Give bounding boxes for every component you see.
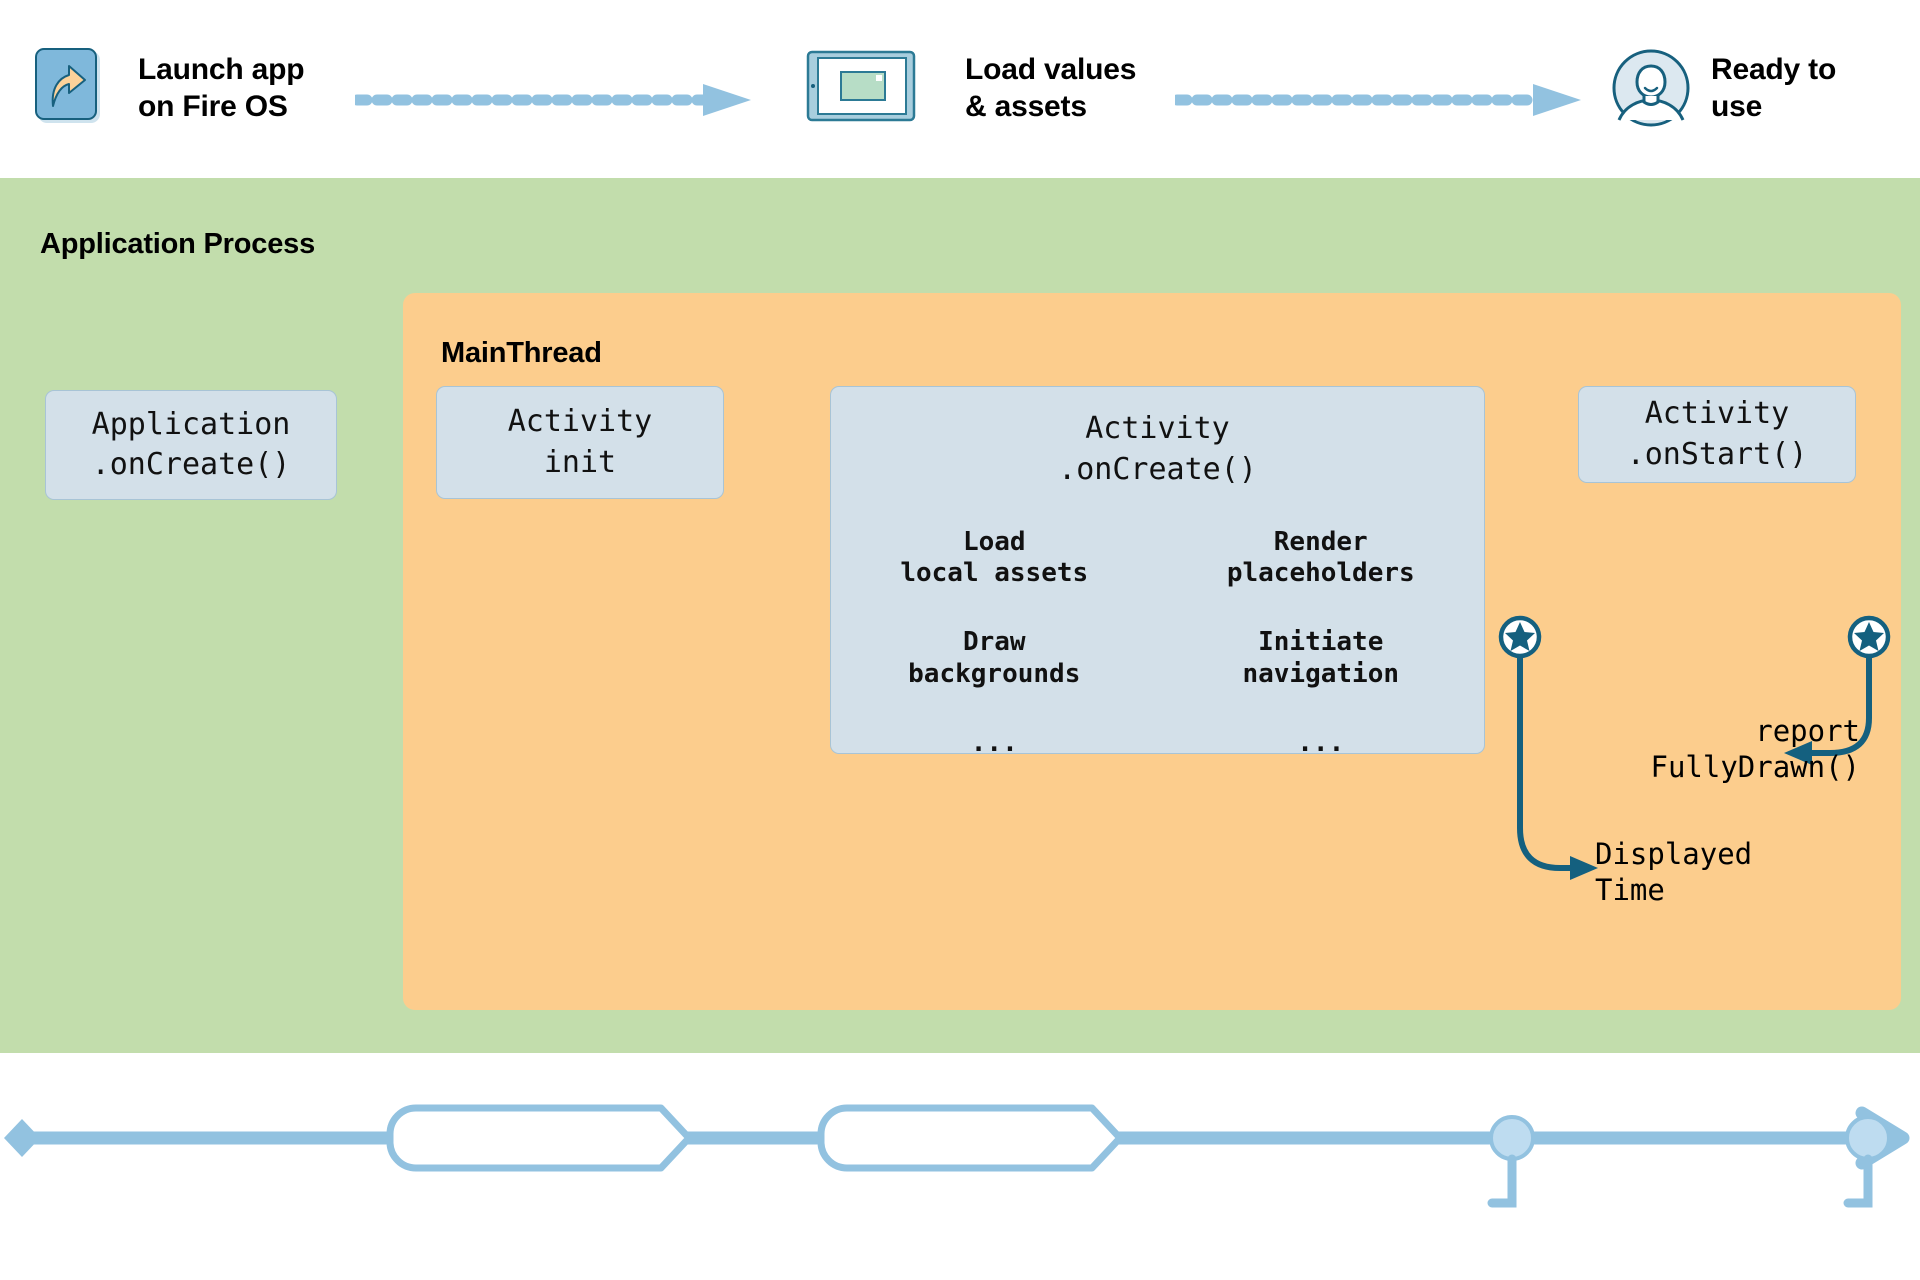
load-step-label: Load values & assets — [965, 53, 1137, 123]
activity-init-box: Activity init — [436, 386, 724, 499]
tablet-device-icon — [806, 50, 916, 122]
timeline-axis — [4, 1104, 1910, 1208]
application-oncreate-box: Application .onCreate() — [45, 390, 337, 500]
star-marker-report-fully-drawn-icon — [1847, 615, 1891, 659]
application-process-panel: Application Process Application .onCreat… — [0, 178, 1920, 1053]
fire-os-app-icon — [35, 48, 97, 120]
task-render-placeholders: Render placeholders — [1226, 527, 1415, 589]
task-ellipsis-left: ... — [970, 727, 1018, 758]
curved-arrow-glyph — [51, 65, 86, 107]
task-ellipsis-right: ... — [1297, 727, 1345, 758]
activity-oncreate-title: Activity .onCreate() — [1058, 411, 1257, 487]
ready-step-label: Ready to use — [1711, 53, 1837, 123]
displayed-time-label: Displayed Time — [1595, 837, 1753, 908]
main-thread-title: MainThread — [441, 337, 602, 369]
timeline-panel: Cold start Warm start Measuring app time… — [0, 1053, 1920, 1280]
application-process-title: Application Process — [40, 228, 315, 260]
star-marker-displayed-time-icon — [1498, 615, 1542, 659]
task-draw-backgrounds: Draw backgrounds — [908, 627, 1081, 689]
dashed-arrow-2-icon — [1175, 84, 1581, 116]
launch-step-label: Launch app on Fire OS — [138, 53, 305, 123]
launch-flow-row: Launch app on Fire OS Load values & asse… — [0, 0, 1920, 178]
activity-oncreate-box: Activity .onCreate() Load local assets R… — [830, 386, 1485, 758]
user-avatar-icon — [1612, 49, 1690, 127]
dashed-arrow-1-icon — [355, 84, 751, 116]
task-load-local-assets: Load local assets — [900, 527, 1089, 589]
activity-oncreate-task-grid: Load local assets Render placeholders Dr… — [831, 527, 1484, 759]
activity-onstart-box: Activity .onStart() — [1578, 386, 1856, 483]
task-initiate-navigation: Initiate navigation — [1242, 627, 1400, 689]
report-fully-drawn-label: report FullyDrawn() — [1650, 714, 1860, 785]
